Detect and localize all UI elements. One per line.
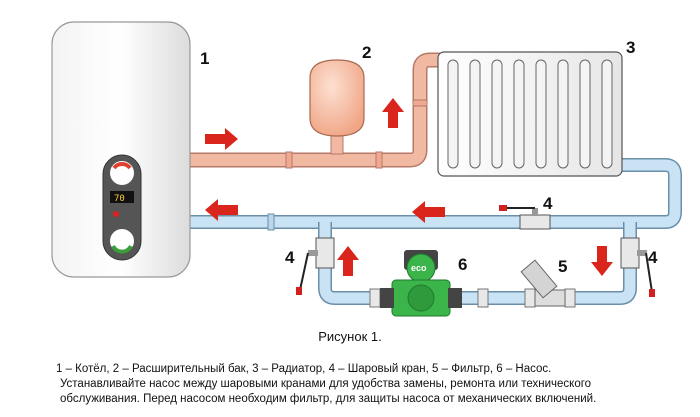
label-boiler: 1 <box>200 49 209 68</box>
radiator <box>437 51 623 177</box>
arrow-up-riser <box>382 98 404 128</box>
legend-line: обслуживания. Перед насосом необходим фи… <box>60 393 597 405</box>
figure-caption: Рисунок 1. <box>318 329 382 344</box>
pump-logo: eco <box>411 263 427 273</box>
ball-valve-left <box>296 237 335 295</box>
boiler: 70 <box>51 21 191 278</box>
label-filter: 5 <box>558 257 567 276</box>
ball-valve-right <box>620 237 655 297</box>
arrow-down-right <box>591 246 613 276</box>
label-ball-valve-top: 4 <box>543 194 553 213</box>
legend-line: 1 – Котёл, 2 – Расширительный бак, 3 – Р… <box>56 363 552 375</box>
expansion-tank <box>309 59 365 137</box>
return-pipe <box>190 158 682 305</box>
arrow-up-pump <box>337 246 359 276</box>
legend-text: 1 – Котёл, 2 – Расширительный бак, 3 – Р… <box>56 362 696 407</box>
ball-valve-top <box>499 205 551 230</box>
arrow-left-return <box>205 199 238 221</box>
arrow-left-return-2 <box>412 201 445 223</box>
boiler-temperature-display: 70 <box>114 194 125 204</box>
label-ball-valve-right: 4 <box>648 248 658 267</box>
legend-line: Устанавливайте насос между шаровыми кран… <box>60 378 592 390</box>
arrow-right-supply <box>205 128 238 150</box>
label-expansion-tank: 2 <box>362 43 371 62</box>
pump: eco <box>380 250 462 317</box>
label-ball-valve-left: 4 <box>285 248 295 267</box>
label-radiator: 3 <box>626 38 635 57</box>
label-pump: 6 <box>458 255 467 274</box>
filter <box>520 259 566 307</box>
supply-pipe <box>190 52 440 169</box>
flow-arrows <box>205 98 613 276</box>
